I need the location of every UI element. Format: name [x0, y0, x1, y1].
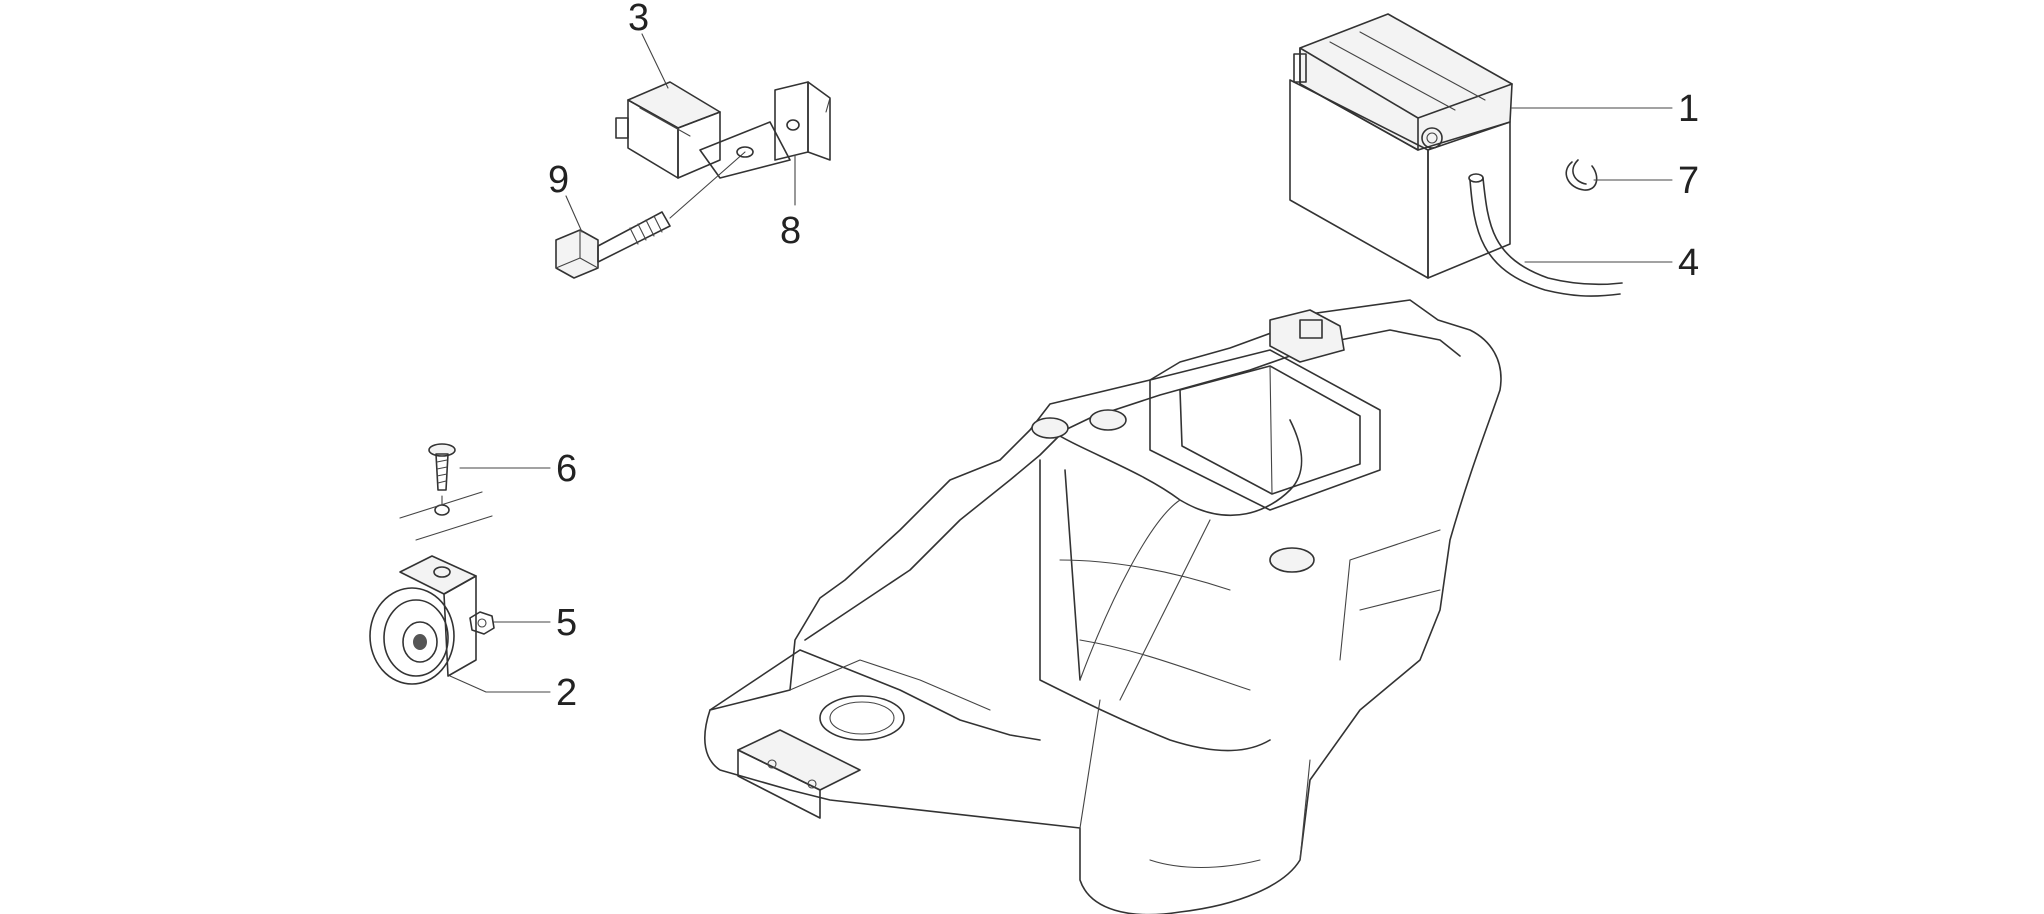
callout-6: 6 — [556, 448, 577, 490]
callout-4: 4 — [1678, 242, 1699, 284]
screw-part — [399, 443, 493, 541]
clip-part — [1565, 159, 1598, 191]
callout-3: 3 — [628, 0, 649, 39]
callout-9: 9 — [548, 159, 569, 201]
leader-3 — [641, 33, 669, 89]
leader-9 — [565, 195, 583, 233]
nut-part — [469, 611, 495, 635]
helmet-compartment-part — [704, 299, 1502, 914]
callout-2: 2 — [556, 672, 577, 714]
battery-part — [1289, 13, 1513, 279]
leader-lines — [449, 33, 1673, 693]
horn-part — [369, 555, 477, 685]
leader-2 — [449, 675, 551, 693]
vent-tube-part — [1468, 173, 1623, 297]
callout-1: 1 — [1678, 88, 1699, 130]
relay-part — [615, 81, 791, 179]
bracket-part — [774, 81, 831, 161]
callout-8: 8 — [780, 210, 801, 252]
callout-5: 5 — [556, 602, 577, 644]
callout-7: 7 — [1678, 160, 1699, 202]
bolt-part — [555, 151, 746, 279]
callout-labels: 1 2 3 4 5 6 7 8 9 — [548, 0, 1699, 714]
